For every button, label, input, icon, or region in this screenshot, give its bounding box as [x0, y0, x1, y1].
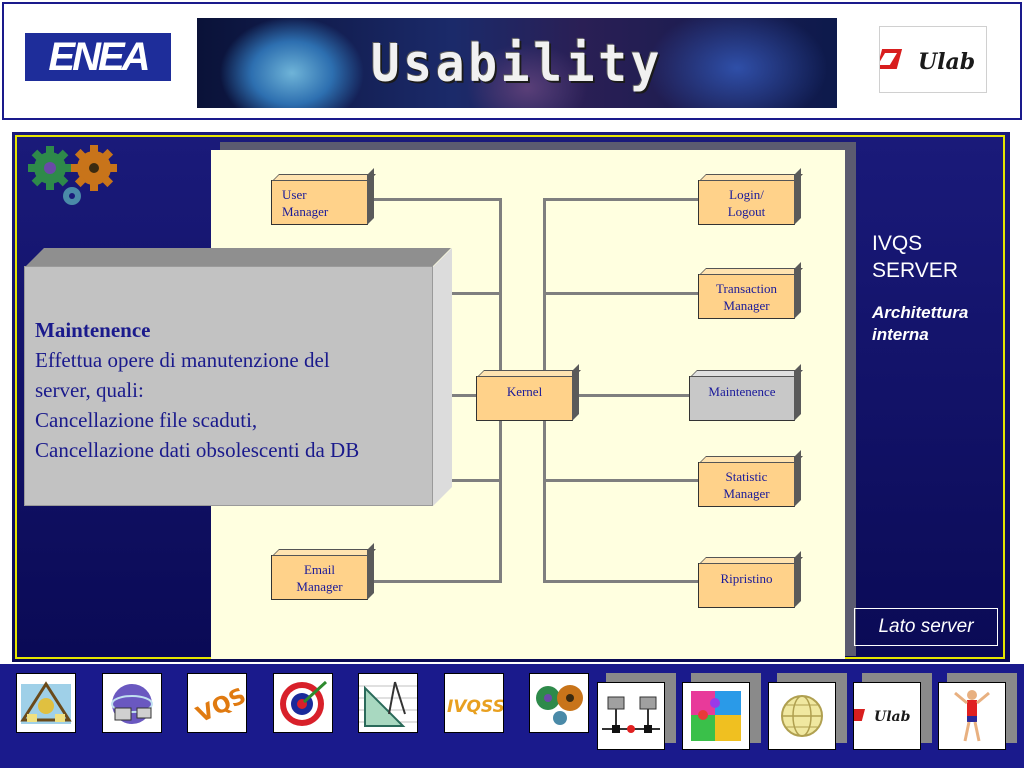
- runner-icon[interactable]: [938, 682, 1006, 750]
- globe-icon[interactable]: [768, 682, 836, 750]
- login-logout-label-1: Login/: [729, 186, 764, 202]
- ulab-icon-text: Ulab: [874, 709, 911, 725]
- network-map-icon[interactable]: [16, 673, 76, 733]
- statistic-manager-box[interactable]: Statistic Manager: [698, 450, 803, 507]
- branch-login-logout: [543, 198, 698, 201]
- ivqs-title-line2: SERVER: [872, 259, 958, 282]
- enea-logo[interactable]: ENEA: [25, 33, 171, 81]
- statistic-manager-label-2: Manager: [723, 485, 770, 501]
- ivqss-logo-icon[interactable]: IVQSS: [444, 673, 505, 733]
- banner-title: Usability Laboratory: [370, 34, 664, 94]
- transaction-manager-box[interactable]: Transaction Manager: [698, 262, 803, 319]
- branch-statistic-manager: [543, 479, 698, 482]
- ivqs-subtitle-line1: Architettura: [872, 303, 969, 322]
- email-manager-label-2: Manager: [296, 578, 343, 594]
- login-logout-label-2: Logout: [727, 203, 766, 219]
- branch-email-manager: [371, 580, 502, 583]
- ivqs-subtitle-line2: interna: [872, 325, 929, 344]
- popup-side-bevel: [433, 248, 452, 506]
- statistic-manager-label-1: Statistic: [725, 468, 768, 484]
- ivqs-title-line1: IVQS: [872, 232, 923, 255]
- maintenence-box[interactable]: Maintenence: [689, 364, 803, 421]
- kernel-label: Kernel: [506, 384, 543, 399]
- maintenence-description-popup: Maintenence Effettua opere di manutenzio…: [24, 266, 433, 506]
- gears-icon[interactable]: [529, 673, 589, 733]
- login-logout-box[interactable]: Login/ Logout: [698, 168, 803, 225]
- www-globe-icon[interactable]: [102, 673, 162, 733]
- popup-line-1: Effettua opere di manutenzione del: [35, 348, 330, 372]
- ulab-logo[interactable]: Ulab: [876, 26, 987, 93]
- ripristino-box[interactable]: Ripristino: [698, 551, 803, 608]
- ulab-logo-text: Ulab: [918, 49, 975, 75]
- ivqs-server-subtitle: Architettura interna: [872, 302, 1002, 346]
- user-manager-box[interactable]: User Manager: [271, 168, 376, 225]
- drafting-tools-icon[interactable]: [358, 673, 418, 733]
- user-manager-label-2: Manager: [282, 203, 329, 219]
- ulab-logo-icon[interactable]: Ulab: [849, 682, 921, 750]
- lato-server-label: Lato server: [854, 608, 998, 646]
- branch-transaction-manager: [543, 292, 698, 295]
- ivqss-logo-text: IVQSS: [447, 697, 503, 717]
- popup-line-4: Cancellazione dati obsolescenti da DB: [35, 438, 360, 462]
- gears-icon: [26, 144, 122, 212]
- vqs-logo-icon[interactable]: VQS: [187, 673, 250, 733]
- popup-title: Maintenence: [35, 318, 151, 342]
- target-icon[interactable]: [273, 673, 333, 733]
- kernel-box[interactable]: Kernel: [476, 364, 581, 421]
- lan-computers-icon[interactable]: [597, 682, 665, 750]
- email-manager-label-1: Email: [303, 561, 336, 577]
- user-manager-label-1: User: [282, 186, 307, 202]
- puzzle-icon[interactable]: [682, 682, 750, 750]
- ripristino-label: Ripristino: [720, 571, 773, 586]
- popup-line-3: Cancellazione file scaduti,: [35, 408, 258, 432]
- transaction-manager-label-1: Transaction: [716, 280, 777, 296]
- branch-ripristino: [543, 580, 698, 583]
- branch-user-manager: [371, 198, 502, 201]
- ivqs-server-title: IVQS SERVER: [872, 230, 1002, 284]
- enea-logo-text: ENEA: [48, 35, 150, 79]
- vqs-logo-text: VQS: [193, 684, 246, 728]
- usability-laboratory-banner: Usability Laboratory: [197, 18, 837, 108]
- transaction-manager-label-2: Manager: [723, 297, 770, 313]
- maintenence-label: Maintenence: [708, 384, 776, 399]
- email-manager-box[interactable]: Email Manager: [271, 543, 376, 600]
- popup-top-bevel: [25, 248, 451, 267]
- branch-maintenence: [577, 394, 689, 397]
- popup-line-2: server, quali:: [35, 378, 144, 402]
